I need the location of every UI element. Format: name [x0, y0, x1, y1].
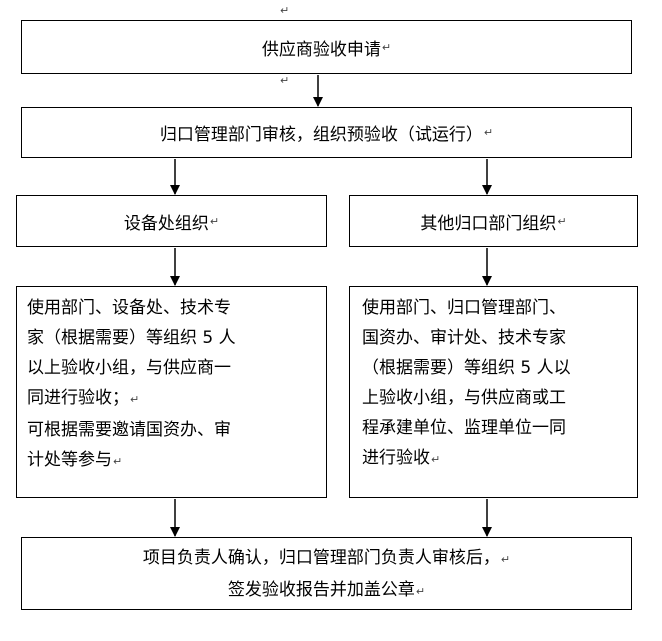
left-detail-line: 计处等参与: [27, 450, 112, 470]
right-detail-line: 程承建单位、监理单位一同: [362, 418, 566, 438]
final-line: 签发验收报告并加盖公章: [227, 580, 415, 600]
left-detail-line: 同进行验收；: [27, 388, 129, 408]
right-detail-box: 使用部门、归口管理部门、 国资办、审计处、技术专家 （根据需要）等组织 5 人以…: [349, 286, 638, 498]
left-org-box: 设备处组织↵: [16, 195, 327, 247]
review-text: 归口管理部门审核，组织预验收（试运行）: [159, 125, 483, 145]
paragraph-mark: ↵: [500, 553, 511, 566]
right-detail-line: 进行验收: [362, 448, 430, 468]
final-box: 项目负责人确认，归口管理部门负责人审核后，↵ 签发验收报告并加盖公章↵: [21, 537, 632, 610]
right-detail-line: 使用部门、归口管理部门、: [362, 298, 566, 318]
right-detail-line: （根据需要）等组织 5 人以: [362, 358, 571, 378]
final-line: 项目负责人确认，归口管理部门负责人审核后，: [142, 548, 500, 568]
paragraph-mark: ↵: [483, 126, 494, 139]
left-detail-line: 可根据需要邀请国资办、审: [27, 420, 231, 440]
paragraph-mark: ↵: [280, 74, 290, 87]
paragraph-mark: ↵: [113, 455, 123, 468]
paragraph-mark: ↵: [381, 40, 392, 54]
left-org-text: 设备处组织: [123, 213, 209, 234]
review-box: 归口管理部门审核，组织预验收（试运行）↵: [21, 107, 632, 158]
right-detail-line: 国资办、审计处、技术专家: [362, 328, 566, 348]
paragraph-mark: ↵: [209, 214, 220, 228]
right-detail-line: 上验收小组，与供应商或工: [362, 388, 566, 408]
apply-text: 供应商验收申请: [261, 39, 381, 60]
paragraph-mark: ↵: [557, 214, 567, 228]
left-detail-box: 使用部门、设备处、技术专 家（根据需要）等组织 5 人 以上验收小组，与供应商一…: [16, 286, 327, 498]
left-detail-line: 以上验收小组，与供应商一: [27, 358, 231, 378]
paragraph-mark: ↵: [130, 393, 140, 406]
paragraph-mark: ↵: [280, 4, 290, 17]
paragraph-mark: ↵: [431, 453, 441, 466]
left-detail-line: 使用部门、设备处、技术专: [27, 298, 231, 318]
paragraph-mark: ↵: [415, 585, 426, 598]
right-org-text: 其他归口部门组织: [420, 213, 557, 234]
left-detail-line: 家（根据需要）等组织 5 人: [27, 328, 236, 348]
right-org-box: 其他归口部门组织↵: [349, 195, 638, 247]
apply-box: 供应商验收申请↵: [21, 20, 632, 74]
